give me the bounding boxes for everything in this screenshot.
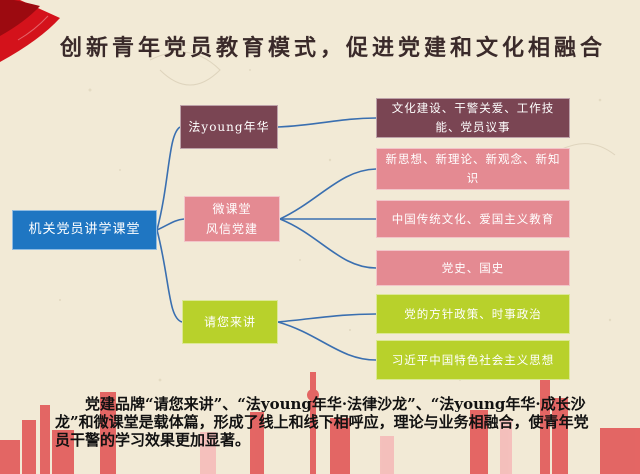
leaf-node-5: 党的方针政策、时事政治 bbox=[376, 294, 570, 334]
leaf-node-2: 新思想、新理论、新观念、新知识 bbox=[376, 148, 570, 190]
leaf-node-6: 习近平中国特色社会主义思想 bbox=[376, 340, 570, 380]
leaf-node-1: 文化建设、干警关爱、工作技能、党员议事 bbox=[376, 98, 570, 138]
leaf-node-4: 党史、国史 bbox=[376, 250, 570, 286]
branch-node-fa-young: 法young年华 bbox=[180, 105, 278, 149]
connector-branch-3-leaf-6 bbox=[277, 321, 377, 361]
connector-root-branch-1 bbox=[156, 126, 181, 231]
connector-branch-2-leaf-2 bbox=[279, 168, 377, 220]
connector-root-branch-2 bbox=[156, 218, 185, 231]
slide-title: 创新青年党员教育模式，促进党建和文化相融合 bbox=[60, 35, 607, 61]
branch-node-micro-class: 微课堂 风信党建 bbox=[184, 196, 280, 242]
root-node: 机关党员讲学课堂 bbox=[12, 210, 157, 250]
connector-root-branch-3 bbox=[156, 229, 183, 323]
branch-node-please-speak: 请您来讲 bbox=[182, 300, 278, 344]
leaf-node-3: 中国传统文化、爱国主义教育 bbox=[376, 200, 570, 238]
connector-branch-3-leaf-5 bbox=[277, 313, 377, 323]
connector-branch-2-leaf-4 bbox=[279, 218, 377, 269]
connector-branch-1-leaf-1 bbox=[277, 117, 377, 128]
caption-text: 党建品牌“请您来讲”、“法young年华·法律沙龙”、“法young年华·成长沙… bbox=[55, 395, 589, 449]
